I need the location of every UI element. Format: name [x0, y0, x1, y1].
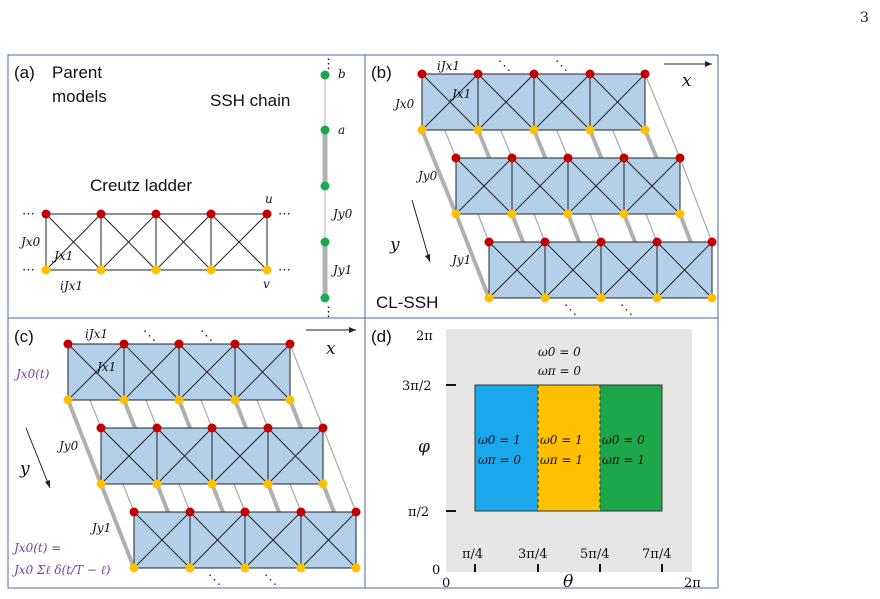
svg-text:⋱: ⋱ — [143, 329, 156, 344]
site-b-label: b — [338, 67, 346, 81]
jx1-label: Jx1 — [51, 249, 73, 263]
panel-c: (c) — [7, 317, 366, 589]
phase-region-1 — [475, 385, 538, 511]
x-tick-5pi4: 5π/4 — [580, 547, 609, 562]
panel-d: (d) ω0 = 0 ωπ = 0 ω0 = 1 ωπ = 0 ω0 = 1 ω… — [364, 317, 719, 592]
ladder-b2 — [455, 157, 681, 215]
ssh-site — [320, 70, 330, 80]
y-axis-label: φ — [418, 437, 430, 457]
ssh-chain-title: SSH chain — [210, 91, 290, 110]
ssh-site — [320, 237, 330, 247]
jy0-label: Jy0 — [330, 207, 353, 221]
panel-b-jx0: Jx0 — [392, 97, 415, 111]
y-tick-0: 0 — [432, 563, 440, 578]
region-2-wpi: ωπ = 1 — [540, 453, 583, 467]
ladder-c2 — [100, 427, 324, 485]
ssh-site — [320, 125, 330, 135]
panel-c-jy0: Jy0 — [56, 439, 79, 453]
panel-a-title-2: models — [52, 87, 107, 106]
panel-c-jy1: Jy1 — [89, 521, 111, 535]
ijx1-label: iJx1 — [60, 279, 83, 293]
panel-d-tag: (d) — [371, 327, 392, 346]
ssh-chain: ⋮ ⋮ b a Jy0 Jy1 — [320, 57, 353, 320]
panel-d-frame — [364, 317, 719, 589]
ladder-b1 — [421, 73, 646, 131]
panel-a-tag: (a) — [14, 63, 35, 82]
x-tick-2pi: 2π — [684, 576, 701, 591]
jy1-label: Jy1 — [330, 263, 352, 277]
region-3-w0: ω0 = 0 — [602, 433, 645, 447]
x-tick-3pi4: 3π/4 — [518, 547, 547, 562]
region-1-w0: ω0 = 1 — [478, 433, 521, 447]
ladder-b3 — [488, 241, 713, 299]
panel-c-tag: (c) — [14, 327, 34, 346]
x-axis-label: θ — [563, 572, 573, 592]
site-a-label: a — [338, 123, 345, 137]
svg-text:⋱: ⋱ — [208, 573, 221, 588]
region-3-wpi: ωπ = 1 — [602, 453, 645, 467]
site-u-label: u — [265, 192, 273, 206]
ssh-site — [320, 181, 330, 191]
svg-text:⋱: ⋱ — [498, 59, 511, 74]
phase-region-2 — [538, 385, 600, 511]
svg-text:⋯: ⋯ — [278, 207, 291, 222]
panel-b-jy1: Jy1 — [449, 253, 471, 267]
svg-text:⋯: ⋯ — [278, 263, 291, 278]
ladder-c3 — [133, 511, 357, 569]
panel-c-formula-2: Jx0 Σℓ δ(t/T − ℓ) — [11, 563, 111, 577]
panel-c-formula-1: Jx0(t) = — [11, 541, 61, 555]
x-tick-7pi4: 7π/4 — [642, 547, 671, 562]
creutz-sites — [41, 209, 272, 275]
page-number: 3 — [860, 10, 869, 26]
ladder-c1 — [67, 343, 291, 401]
panel-c-jx0t: Jx0(t) — [13, 367, 50, 381]
y-tick-3pi2: 3π/2 — [402, 379, 431, 394]
svg-text:⋱: ⋱ — [264, 573, 277, 588]
svg-text:⋯: ⋯ — [22, 263, 35, 278]
x-tick-pi4: π/4 — [462, 547, 483, 562]
panel-b-jx1: Jx1 — [449, 87, 471, 101]
svg-text:⋮: ⋮ — [322, 305, 335, 320]
jx0-label: Jx0 — [18, 235, 41, 249]
region-2-w0: ω0 = 1 — [540, 433, 583, 447]
svg-text:⋱: ⋱ — [555, 59, 568, 74]
svg-text:⋱: ⋱ — [564, 303, 577, 318]
x-tick-0: 0 — [442, 576, 450, 591]
panel-b-y-axis: y — [389, 235, 400, 255]
panel-c-ijx1: iJx1 — [85, 327, 108, 341]
panel-c-jx1: Jx1 — [94, 360, 116, 374]
panel-b-jy0: Jy0 — [415, 169, 438, 183]
panel-b-tag: (b) — [371, 63, 392, 82]
panel-a: (a) Parent models SSH chain Creutz ladde… — [7, 54, 366, 320]
panel-c-x-axis: x — [326, 339, 336, 359]
panel-a-title-1: Parent — [52, 63, 102, 82]
panel-c-sites — [63, 339, 361, 573]
phase-region-3 — [600, 385, 662, 511]
top-w0: ω0 = 0 — [538, 345, 581, 359]
region-1-wpi: ωπ = 0 — [478, 453, 521, 467]
panel-b-ijx1: iJx1 — [437, 59, 460, 73]
ssh-site — [320, 293, 330, 303]
panel-c-y-axis: y — [19, 459, 30, 479]
svg-text:⋮: ⋮ — [322, 57, 335, 72]
panel-b-caption: CL-SSH — [376, 293, 438, 312]
site-v-label: v — [263, 277, 270, 291]
svg-text:⋱: ⋱ — [620, 303, 633, 318]
panel-b-sites — [417, 69, 717, 303]
creutz-ladder — [45, 213, 268, 271]
svg-text:⋱: ⋱ — [200, 329, 213, 344]
svg-text:⋯: ⋯ — [22, 207, 35, 222]
panel-b: (b) — [364, 54, 719, 319]
y-tick-pi2: π/2 — [408, 505, 429, 520]
top-wpi: ωπ = 0 — [538, 364, 581, 378]
y-tick-2pi: 2π — [416, 329, 433, 344]
creutz-ladder-title: Creutz ladder — [90, 176, 192, 195]
panel-b-x-axis: x — [682, 71, 692, 91]
